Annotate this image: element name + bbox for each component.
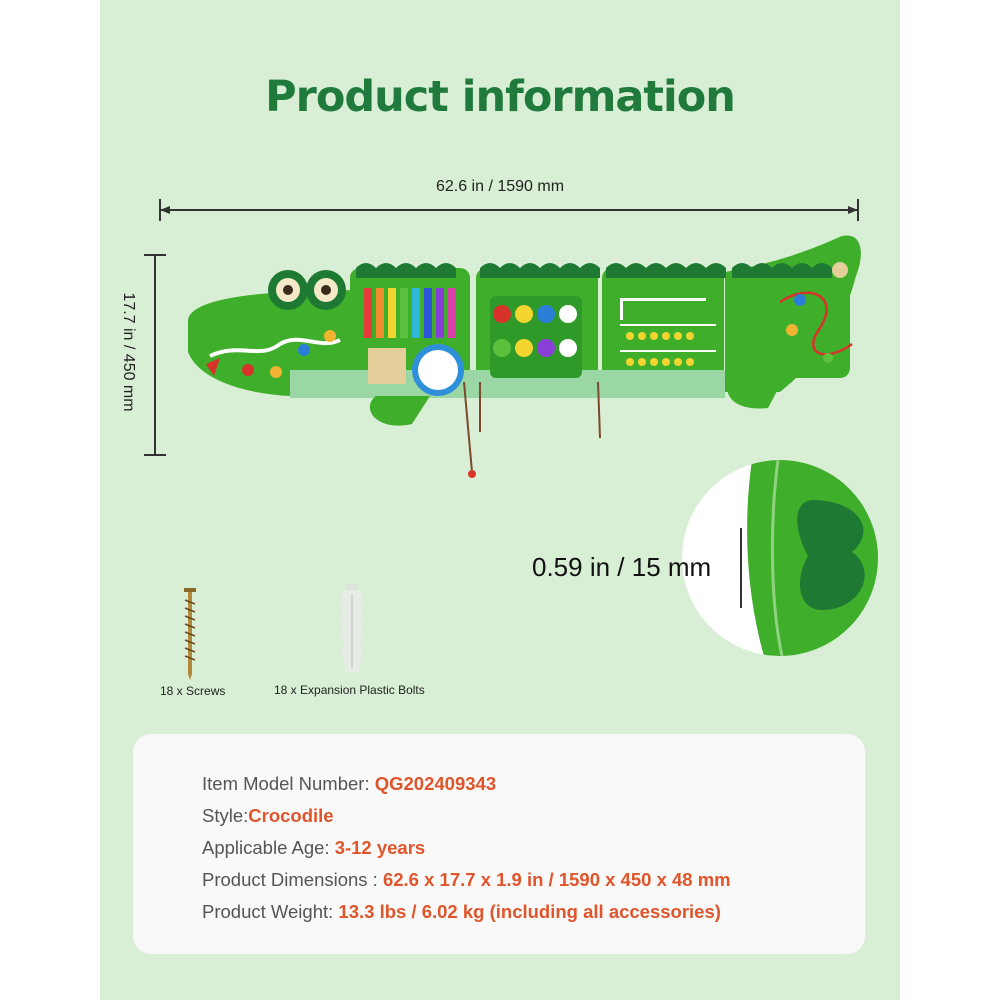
spec-label: Item Model Number: bbox=[202, 773, 375, 794]
width-dimension-arrows bbox=[160, 206, 858, 214]
width-dimension-label: 62.6 in / 1590 mm bbox=[435, 178, 565, 195]
height-dimension-label: 17.7 in / 450 mm bbox=[120, 292, 137, 412]
spec-value: 13.3 lbs / 6.02 kg (including all access… bbox=[338, 901, 721, 922]
width-dimension-line bbox=[160, 209, 858, 211]
thickness-dimension-label: 0.59 in / 15 mm bbox=[532, 552, 712, 582]
spec-row-style: Style:Crocodile bbox=[202, 805, 334, 827]
spec-label: Product Dimensions : bbox=[202, 869, 383, 890]
thickness-zoom-circle bbox=[682, 460, 878, 656]
thickness-marker-line bbox=[740, 528, 742, 608]
spec-row-age: Applicable Age: 3-12 years bbox=[202, 837, 425, 859]
spec-row-weight: Product Weight: 13.3 lbs / 6.02 kg (incl… bbox=[202, 901, 721, 923]
height-dimension-tick-bottom bbox=[144, 454, 166, 456]
screw-image bbox=[184, 588, 196, 680]
height-dimension-tick-top bbox=[144, 254, 166, 256]
spec-value: QG202409343 bbox=[374, 773, 497, 794]
width-dimension-tick-left bbox=[159, 199, 161, 221]
spec-label: Product Weight: bbox=[202, 901, 339, 922]
height-dimension-line bbox=[154, 254, 156, 454]
spec-label: Style: bbox=[202, 805, 249, 826]
crocodile-board-illustration bbox=[188, 235, 861, 478]
spec-row-model: Item Model Number: QG202409343 bbox=[202, 773, 496, 795]
spec-row-dimensions: Product Dimensions : 62.6 x 17.7 x 1.9 i… bbox=[202, 869, 731, 891]
spec-label: Applicable Age: bbox=[202, 837, 335, 858]
page-title: Product information bbox=[265, 72, 736, 122]
spec-value: Crocodile bbox=[248, 805, 334, 826]
product-info-panel: Product information 62.6 in / 1590 mm 17… bbox=[100, 0, 900, 1000]
screws-label: 18 x Screws bbox=[160, 684, 226, 698]
plastic-bolt-image bbox=[340, 584, 364, 672]
product-specs-card: Item Model Number: QG202409343 Style:Cro… bbox=[133, 734, 865, 954]
bolts-label: 18 x Expansion Plastic Bolts bbox=[274, 683, 425, 697]
spec-value: 3-12 years bbox=[334, 837, 426, 858]
spec-value: 62.6 x 17.7 x 1.9 in / 1590 x 450 x 48 m… bbox=[382, 869, 731, 890]
